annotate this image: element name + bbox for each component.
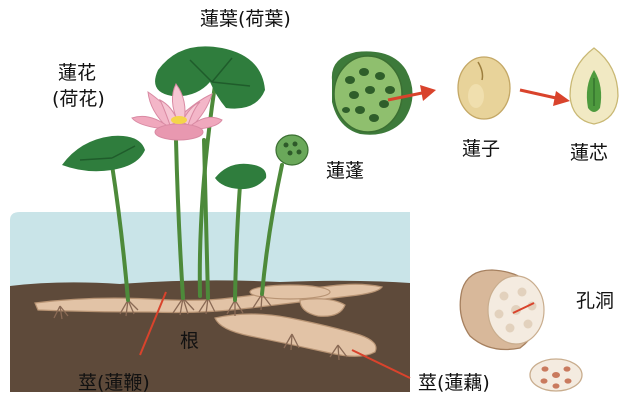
water: [10, 212, 410, 288]
lotus-root-piece: [460, 270, 544, 350]
label-stem-runner: 莖(蓮鞭): [78, 372, 150, 395]
label-leaf: 蓮葉(荷葉): [200, 8, 291, 31]
label-flower-line1: 蓮花: [58, 62, 96, 85]
label-flower-line2: (荷花): [52, 88, 105, 111]
label-seed: 蓮子: [462, 138, 500, 161]
lotus-seed-core: [570, 48, 618, 124]
leaf-left: [62, 136, 145, 171]
label-stem-tuber: 莖(蓮藕): [418, 372, 490, 395]
label-holes: 孔洞: [576, 290, 614, 313]
label-seedpod: 蓮蓬: [326, 160, 364, 183]
arrow-seed-to-core: [520, 90, 570, 106]
leaf-right: [215, 164, 266, 189]
lotus-seed: [458, 57, 510, 119]
seedpod-small: [276, 135, 308, 165]
label-root: 根: [180, 330, 199, 353]
lotus-root-slice: [530, 359, 582, 391]
label-seed-core: 蓮芯: [570, 142, 608, 165]
seedpod-large: [332, 51, 413, 134]
